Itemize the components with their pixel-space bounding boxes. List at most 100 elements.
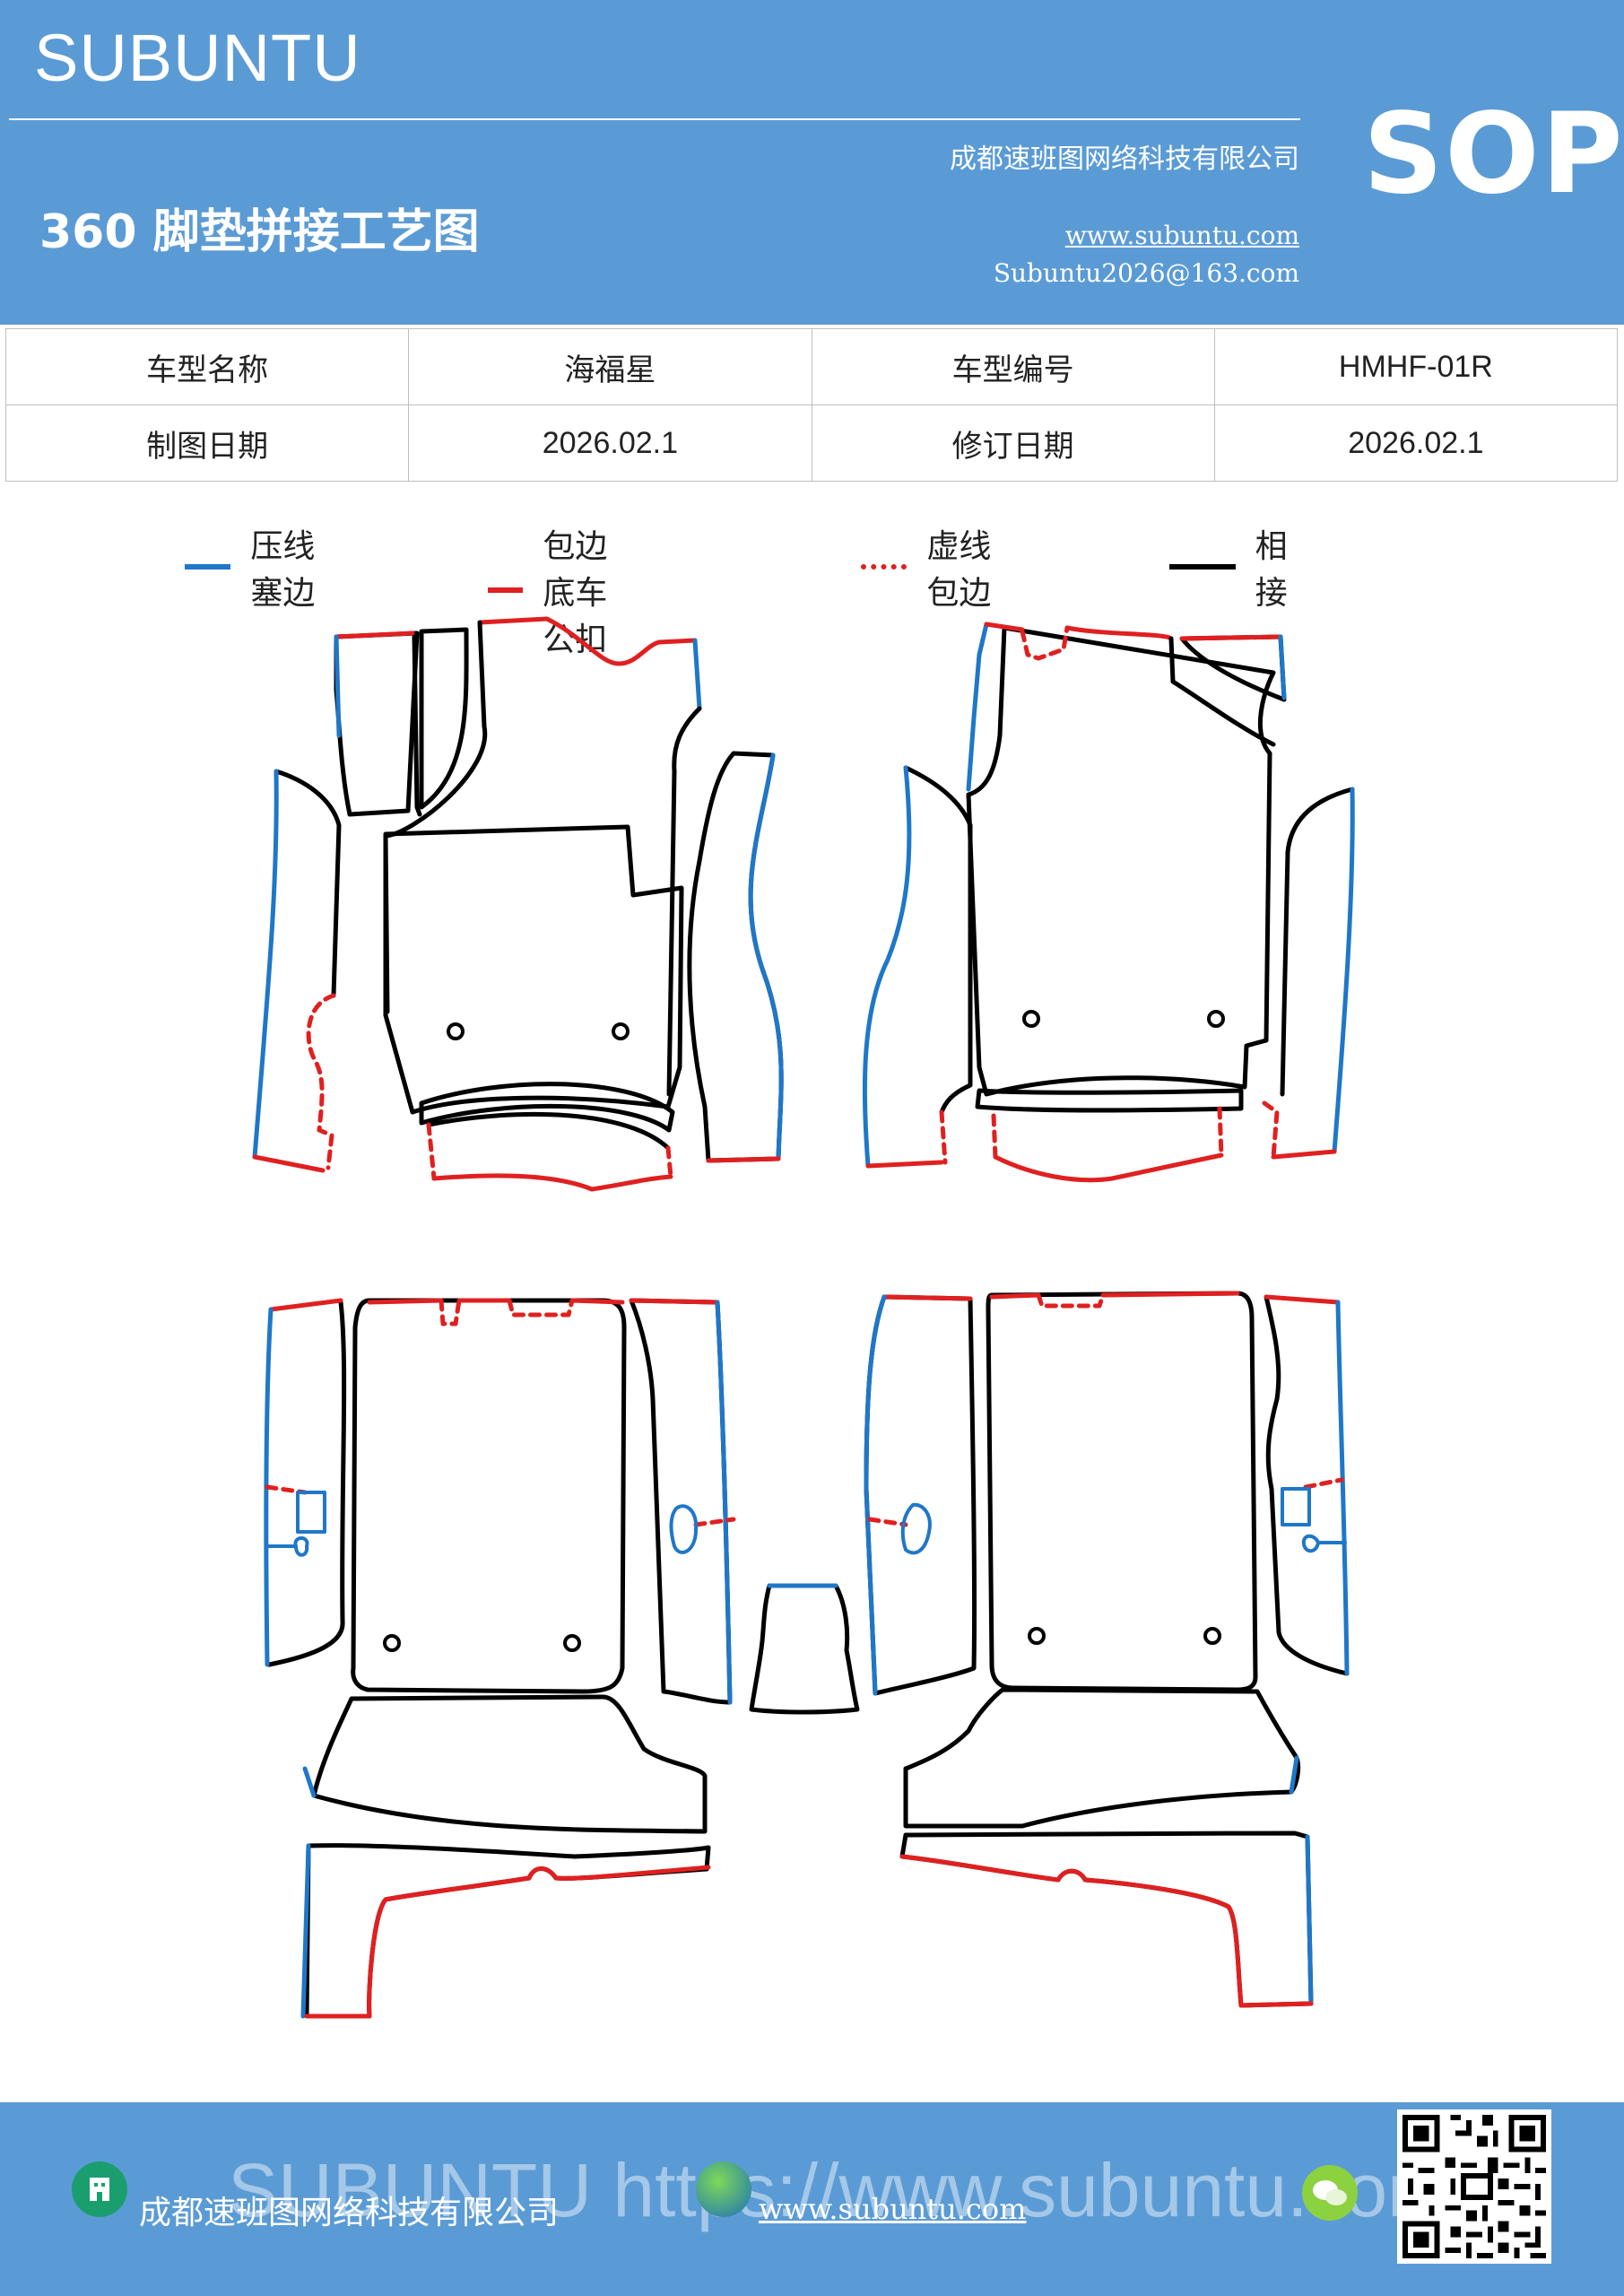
mat-edge — [881, 1294, 973, 1301]
mat-hole — [563, 1634, 581, 1652]
mat-hole — [1028, 1627, 1046, 1645]
mat-hole — [612, 1022, 630, 1040]
mat-hole — [1022, 1010, 1040, 1028]
mat-edge — [334, 634, 342, 738]
mat-edge — [715, 1300, 733, 1705]
mat-edge — [989, 1291, 1240, 1300]
table-cell-value: 2026.02.1 — [408, 404, 812, 482]
mat-piece-front-right-main — [966, 625, 1276, 1097]
table-cell-value: HMHF-01R — [1213, 328, 1619, 405]
legend-swatch-red-dotted — [861, 564, 908, 570]
mat-edge-dotted — [1020, 625, 1070, 661]
seat-cutout — [900, 1502, 932, 1555]
legend-item-dotted-edge: 虚线包边 — [861, 520, 997, 613]
mat-piece-front-right-kick — [903, 765, 973, 1115]
seat-cutout — [669, 1504, 699, 1554]
mat-piece-front-left-a — [334, 631, 420, 817]
mat-edge-dotted — [867, 1517, 908, 1527]
footer-website-link[interactable]: www.subuntu.com — [759, 2192, 1027, 2226]
table-cell-label: 制图日期 — [4, 404, 410, 482]
header-company: 成都速班图网络科技有限公司 — [950, 144, 1299, 175]
qr-code-image — [1397, 2109, 1551, 2264]
mat-edge — [264, 1307, 274, 1667]
mat-edge — [1179, 634, 1283, 641]
mat-edge-dotted — [439, 1298, 575, 1326]
table-cell-value: 海福星 — [408, 328, 812, 405]
mat-edge — [1264, 1294, 1341, 1305]
mat-edge-dotted — [1217, 1106, 1224, 1158]
mat-piece-rear-right-bottom-b — [899, 1831, 1314, 2008]
mat-outline — [1168, 636, 1276, 747]
header-banner — [0, 0, 1624, 325]
heel-pad — [419, 1082, 675, 1133]
mat-piece-rear-right-side — [1264, 1294, 1350, 1676]
footer-company: 成都速班图网络科技有限公司 — [139, 2195, 560, 2231]
mat-edge-dotted — [426, 1122, 437, 1181]
seat-belt-slot — [267, 1536, 309, 1557]
mat-edge — [706, 1156, 781, 1163]
mat-hole — [1203, 1627, 1221, 1645]
mat-edge — [252, 769, 279, 1160]
legend-label: 虚线包边 — [926, 528, 992, 612]
mat-piece-rear-left-side — [266, 1300, 347, 1667]
mat-piece-rear-center — [749, 1583, 860, 1715]
mat-edge — [629, 1298, 720, 1305]
mat-piece-rear-right-bottom-a — [903, 1687, 1301, 1829]
mat-edge-dotted — [991, 1113, 998, 1160]
mat-edge — [569, 1298, 625, 1305]
sop-badge: SOP — [1363, 90, 1624, 219]
seat-belt-slot — [1301, 1534, 1347, 1553]
table-cell-value: 2026.02.1 — [1213, 404, 1619, 482]
mat-piece-front-left-strip — [419, 627, 469, 810]
mat-edge — [899, 1854, 1314, 2008]
mat-piece-front-left-bottom — [426, 1111, 671, 1151]
globe-icon — [696, 2161, 751, 2217]
mat-piece-rear-left-bottom-a — [311, 1694, 708, 1834]
header-website-link[interactable]: www.subuntu.com — [1064, 221, 1299, 250]
table-cell-label: 修订日期 — [811, 404, 1215, 482]
mat-edge — [1305, 1834, 1314, 2006]
header-divider — [9, 118, 1300, 120]
wechat-icon — [1302, 2165, 1358, 2221]
table-cell-label: 车型名称 — [4, 328, 410, 405]
seat-cutout — [1281, 1487, 1311, 1526]
seat-cutout — [296, 1491, 326, 1534]
mat-edge — [252, 1154, 326, 1173]
mat-edge-dotted — [306, 993, 336, 1170]
mat-edge — [304, 1865, 711, 2019]
brand-logo-text: SUBUNTU — [34, 21, 361, 95]
mat-hole — [1207, 1010, 1225, 1028]
mat-piece-front-left-kick — [274, 769, 342, 998]
mat-edge — [862, 765, 912, 1169]
mat-edge-dotted — [665, 1145, 673, 1179]
table-row: 制图日期 2026.02.1 修订日期 2026.02.1 — [4, 404, 1619, 482]
mat-outline — [666, 706, 702, 1097]
table-cell-label: 车型编号 — [811, 328, 1215, 405]
page-title: 360 脚垫拼接工艺图 — [39, 205, 480, 259]
mat-piece-front-right-outer — [1280, 787, 1355, 1097]
floor-mat-diagram — [252, 616, 1355, 2019]
mat-edge — [1271, 1149, 1337, 1160]
mat-piece-front-left-main — [383, 824, 684, 1115]
legend-item-joined: 相接 — [1169, 520, 1306, 613]
legend-label: 相接 — [1255, 528, 1288, 612]
mat-edge — [748, 752, 784, 1161]
mat-edge — [334, 631, 415, 639]
mat-edge — [268, 1298, 343, 1312]
mat-edge — [692, 638, 702, 711]
mat-edge-dotted — [1036, 1292, 1106, 1309]
building-icon — [72, 2161, 127, 2217]
legend-swatch-red-solid — [488, 587, 524, 593]
legend-item-press-line: 压线塞边 — [185, 520, 321, 613]
mat-edge — [966, 622, 989, 792]
mat-piece-rear-right-mid — [864, 1294, 977, 1696]
mat-edge — [993, 1152, 1224, 1183]
mat-edge — [984, 622, 1025, 632]
mat-edge — [864, 1294, 887, 1696]
mat-edge — [302, 1766, 317, 1798]
footer-watermark: SUBUNTU https://www.subuntu.com — [228, 2148, 1451, 2232]
mat-edge — [367, 1298, 444, 1305]
mat-edge — [477, 616, 698, 666]
legend-swatch-black-solid — [1169, 564, 1236, 570]
legend-label: 包边底车公扣 — [543, 528, 608, 658]
